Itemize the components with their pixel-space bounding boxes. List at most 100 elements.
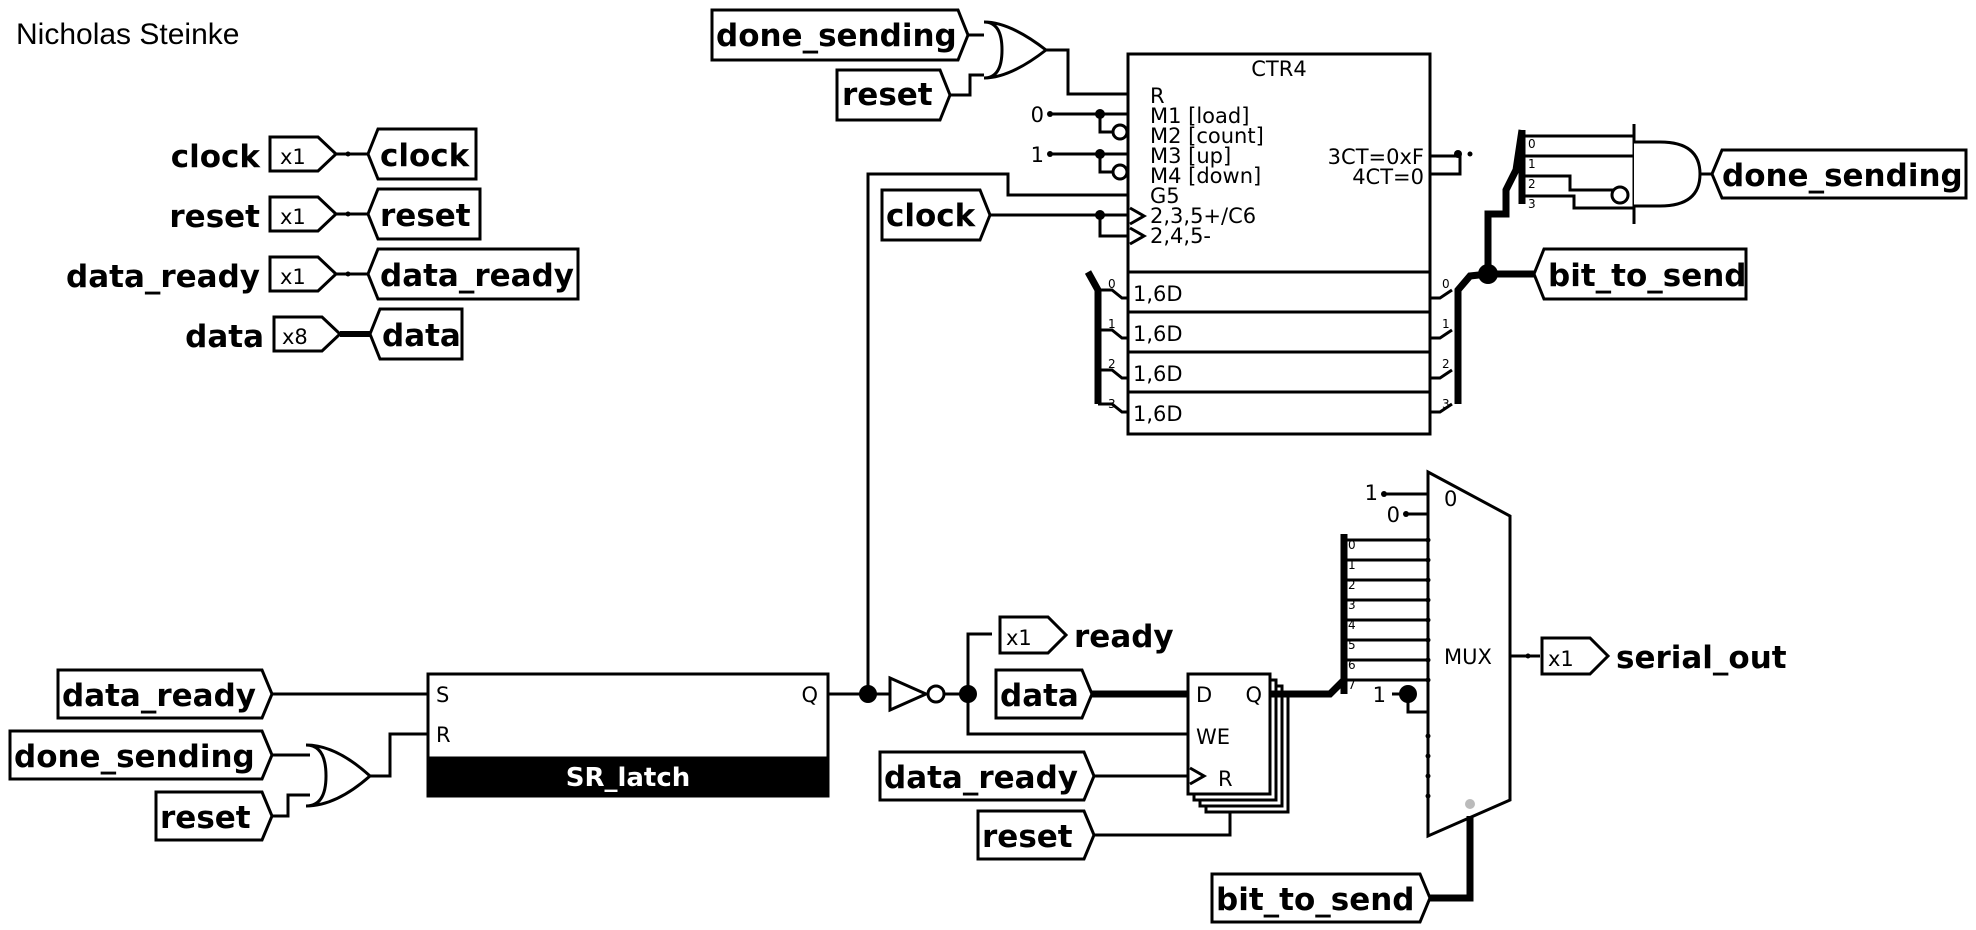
ctr-or-gate (983, 20, 1049, 80)
tunnel-data-ready (366, 247, 580, 301)
ctr-const-load: 0 (1031, 103, 1044, 127)
sr-tunnel-reset (154, 790, 274, 842)
sr-tunnel-reset-label: reset (160, 800, 251, 836)
input-clock[interactable]: clock x1 clock (171, 127, 478, 181)
output-serial-out[interactable]: x1 serial_out (1540, 636, 1787, 676)
ctr-split-l-1: 1 (1108, 317, 1116, 331)
input-data-ready[interactable]: data_ready x1 data_ready (66, 247, 580, 301)
tunnel-reset-label: reset (380, 198, 471, 234)
input-reset-width: x1 (280, 205, 306, 229)
ctr-tunnel-done-sending (710, 8, 970, 62)
reg-tunnel-data-label: data (1000, 678, 1079, 714)
mux-label: MUX (1444, 645, 1492, 669)
tunnel-data-label: data (382, 318, 461, 354)
sr-tunnel-data-ready (56, 668, 274, 720)
input-clock-width: x1 (280, 145, 306, 169)
mux-split-2: 2 (1348, 578, 1356, 592)
ctr4-port-m2: M2 [count] (1150, 124, 1264, 148)
mux-split-0: 0 (1348, 538, 1356, 552)
ctr-split-l-0: 0 (1108, 277, 1116, 291)
mux-const-one-top: 1 (1365, 481, 1378, 505)
ctr-and-split-2: 2 (1528, 177, 1536, 191)
ctr4-d1: 1,6D (1133, 322, 1183, 346)
input-clock-label: clock (171, 139, 262, 175)
ctr-tunnel-clock-label: clock (886, 198, 977, 234)
ctr-tunnel-done-sending-label: done_sending (716, 18, 957, 54)
tunnel-clock (366, 127, 478, 181)
ctr-and-split-0: 0 (1528, 137, 1536, 151)
mux-split-3: 3 (1348, 598, 1356, 612)
ctr4-port-g5: G5 (1150, 184, 1180, 208)
mux-split-1: 1 (1348, 558, 1356, 572)
mux-sel0-label: 0 (1444, 487, 1457, 511)
ctr-split-r-3: 3 (1442, 397, 1450, 411)
mux-split-6: 6 (1348, 658, 1356, 672)
ctr4-port-c6: 2,3,5+/C6 (1150, 204, 1256, 228)
output-ready-pin[interactable] (998, 615, 1069, 655)
ctr4-title: CTR4 (1251, 57, 1306, 81)
counter-block: done_sending reset CTR4 R M1 [load] M2 [… (710, 8, 1968, 436)
mux-tunnel-bit-to-send-label: bit_to_send (1216, 882, 1415, 918)
input-reset-label: reset (169, 199, 260, 235)
ctr-split-r-2: 2 (1442, 357, 1450, 371)
input-data-ready-pin[interactable] (268, 255, 339, 293)
sr-latch-body (426, 672, 830, 760)
reg-port-q: Q (1245, 683, 1262, 707)
reg-port-d: D (1196, 683, 1212, 707)
tunnel-clock-label: clock (380, 138, 471, 174)
reg-tunnel-data-ready (878, 750, 1096, 802)
ctr-and-gate (1634, 140, 1702, 208)
mux-split-5: 5 (1348, 638, 1356, 652)
ctr4-port-down: 2,4,5- (1150, 224, 1211, 248)
ctr-tunnel-bit-to-send (1532, 247, 1748, 301)
ctr-const-up: 1 (1031, 143, 1044, 167)
sr-latch-block: data_ready done_sending reset SR_latch S… (8, 172, 1188, 842)
ctr-split-l-3: 3 (1108, 397, 1116, 411)
reg-tunnel-data-ready-label: data_ready (884, 760, 1078, 796)
input-data-pin[interactable] (272, 315, 343, 353)
ctr-split-r-0: 0 (1442, 277, 1450, 291)
reg-tunnel-reset-label: reset (982, 819, 1073, 855)
ctr-and-split-3: 3 (1528, 197, 1536, 211)
ctr4-port-m4: M4 [down] (1150, 164, 1261, 188)
ctr4-body (1126, 52, 1432, 274)
input-pins: clock x1 clock reset x1 reset data_ready… (66, 127, 580, 361)
ctr-tunnel-and-out-label: done_sending (1722, 158, 1963, 194)
input-clock-pin[interactable] (268, 135, 339, 173)
ctr-tunnel-clock (880, 188, 992, 242)
sr-port-s: S (436, 683, 449, 707)
mux-block: 0 MUX 1 0 0 1 2 3 4 5 6 7 1 (1210, 469, 1787, 924)
sr-or-gate (305, 743, 373, 808)
ctr4-port-m3: M3 [up] (1150, 144, 1231, 168)
input-reset[interactable]: reset x1 reset (169, 187, 482, 241)
input-data[interactable]: data x8 data (185, 307, 464, 361)
input-data-label: data (185, 319, 264, 355)
ctr-split-r-1: 1 (1442, 317, 1450, 331)
output-serial-out-label: serial_out (1616, 640, 1787, 676)
ctr4-port-4ct: 4CT=0 (1352, 165, 1424, 189)
ctr-and-split-1: 1 (1528, 157, 1536, 171)
reg-tunnel-data (994, 668, 1094, 720)
mux-const-one-bottom: 1 (1373, 683, 1386, 707)
ctr-tunnel-bit-to-send-label: bit_to_send (1548, 258, 1747, 294)
tunnel-reset (366, 187, 482, 241)
reg-port-we: WE (1196, 725, 1230, 749)
input-data-ready-label: data_ready (66, 259, 260, 295)
input-reset-pin[interactable] (268, 195, 339, 233)
tunnel-data (368, 307, 464, 361)
sr-port-r: R (436, 723, 451, 747)
mux-tunnel-bit-to-send (1210, 872, 1432, 924)
tunnel-data-ready-label: data_ready (380, 258, 574, 294)
output-ready-label: ready (1074, 619, 1174, 655)
mux-const-zero: 0 (1387, 503, 1400, 527)
ctr4-d3: 1,6D (1133, 402, 1183, 426)
mux-split-4: 4 (1348, 618, 1356, 632)
register-block: data data_ready reset D Q WE R (878, 538, 1348, 861)
reg-tunnel-reset (976, 809, 1096, 861)
output-serial-out-pin[interactable] (1540, 636, 1611, 676)
author-label: Nicholas Steinke (16, 18, 239, 51)
output-ready[interactable]: x1 ready (998, 615, 1174, 655)
sr-tunnel-done-sending (8, 729, 274, 781)
sr-port-q: Q (801, 683, 818, 707)
